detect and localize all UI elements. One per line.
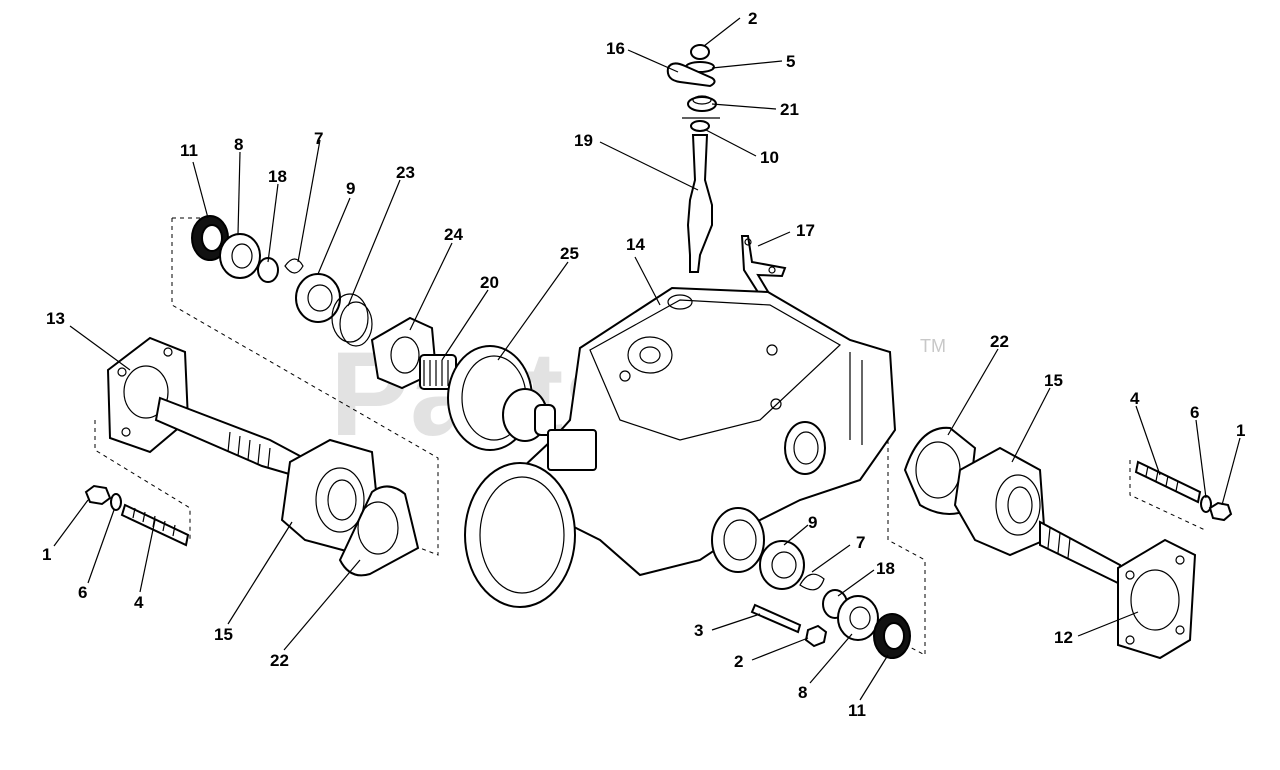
callout-25: 25 [560,244,579,263]
callout-8-right: 8 [798,683,807,702]
callout-15-right: 15 [1044,371,1063,390]
callout-21: 21 [780,100,799,119]
callout-7-right: 7 [856,533,865,552]
callout-1-left: 1 [42,545,51,564]
callout-11-right: 11 [848,701,866,720]
callout-12: 12 [1054,628,1073,647]
watermark-trademark: TM [920,336,946,356]
callout-5: 5 [786,52,795,71]
callout-7-left: 7 [314,129,323,148]
left-stud-hardware [84,484,190,547]
callout-6-right: 6 [1190,403,1199,422]
callout-22-right: 22 [990,332,1009,351]
assembly-guides [94,217,1206,656]
callout-1-right: 1 [1236,421,1245,440]
left-axle [106,336,302,478]
callout-13: 13 [46,309,65,328]
callout-16: 16 [606,39,625,58]
callout-17: 17 [796,221,815,240]
callout-18-left: 18 [268,167,287,186]
callout-3: 3 [694,621,703,640]
callout-15-left: 15 [214,625,233,644]
right-axle [1039,520,1197,660]
callout-14: 14 [626,235,645,254]
callout-2-top: 2 [748,9,757,28]
left-axle-housing [280,438,420,577]
callout-23: 23 [396,163,415,182]
right-stud-hardware [1134,460,1233,522]
callout-4-left: 4 [134,593,144,612]
transmission-housing [464,286,897,608]
callout-18-right: 18 [876,559,895,578]
callout-2-bottom: 2 [734,652,743,671]
callout-11-left: 11 [180,141,198,160]
callout-8-left: 8 [234,135,243,154]
right-axle-housing [903,426,1047,557]
callout-22-left: 22 [270,651,289,670]
bracket-17 [740,235,787,310]
callout-24: 24 [444,225,463,244]
callout-19: 19 [574,131,593,150]
callout-9-right: 9 [808,513,817,532]
shift-lever-assembly [666,44,720,273]
callout-20: 20 [480,273,499,292]
callout-6-left: 6 [78,583,87,602]
leader-lines [53,17,1241,701]
left-bearing-stack [191,215,373,347]
callout-9-left: 9 [346,179,355,198]
right-bearing-stack [750,540,911,659]
callout-labels: 2 16 5 21 19 10 17 11 8 7 18 9 23 24 20 … [42,9,1245,720]
callout-4-right: 4 [1130,389,1140,408]
differential-gears [370,316,556,451]
callout-10: 10 [760,148,779,167]
